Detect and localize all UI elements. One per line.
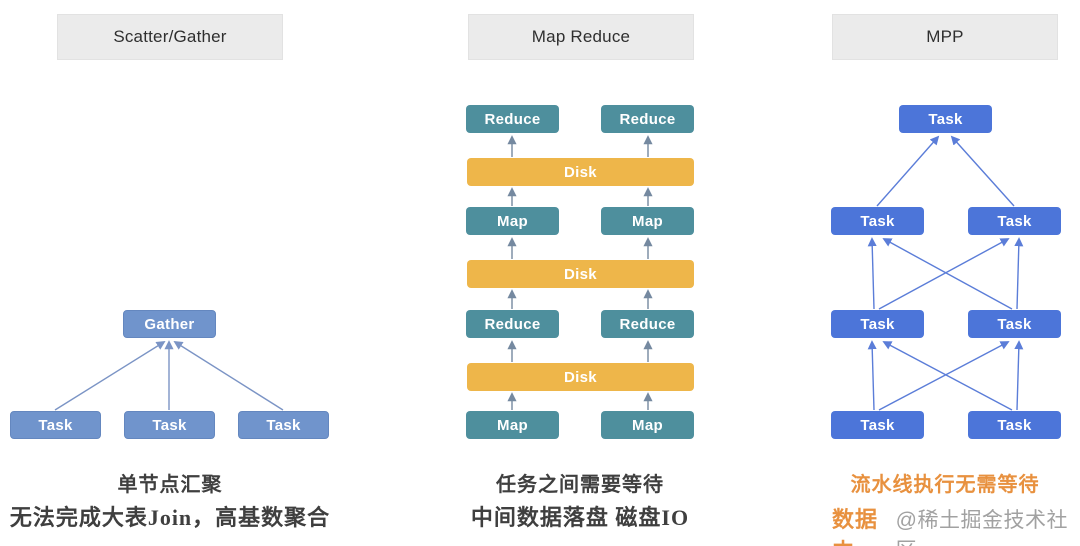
caption-mpp-1: 流水线执行无需等待: [850, 474, 1040, 496]
task-node: Task: [238, 411, 329, 439]
caption-scatter-gather-1: 单节点汇聚: [117, 474, 223, 496]
task-node: Task: [124, 411, 215, 439]
column-header-map-reduce: Map Reduce: [468, 14, 694, 60]
caption-map-reduce-1: 任务之间需要等待: [496, 474, 664, 496]
gather-node: Gather: [123, 310, 216, 338]
task-node: Task: [968, 411, 1061, 439]
column-header-mpp: MPP: [832, 14, 1058, 60]
map-node: Map: [601, 207, 694, 235]
reduce-node: Reduce: [601, 310, 694, 338]
task-node: Task: [831, 207, 924, 235]
task-node: Task: [831, 310, 924, 338]
task-node: Task: [899, 105, 992, 133]
watermark-text: @稀土掘金技术社区: [895, 509, 1068, 546]
task-node: Task: [968, 310, 1061, 338]
disk-bar: Disk: [467, 363, 694, 391]
caption-map-reduce-2: 中间数据落盘 磁盘IO: [470, 505, 690, 530]
reduce-node: Reduce: [601, 105, 694, 133]
task-node: Task: [831, 411, 924, 439]
reduce-node: Reduce: [466, 105, 559, 133]
disk-bar: Disk: [467, 260, 694, 288]
caption-mpp-2-text: 数据内: [832, 507, 879, 546]
task-node: Task: [10, 411, 101, 439]
task-node: Task: [968, 207, 1061, 235]
map-node: Map: [466, 411, 559, 439]
disk-bar: Disk: [467, 158, 694, 186]
map-node: Map: [601, 411, 694, 439]
caption-mpp-2: 数据内 @稀土掘金技术社区: [832, 502, 1080, 546]
caption-scatter-gather-2: 无法完成大表Join，高基数聚合: [9, 505, 331, 530]
column-header-scatter-gather: Scatter/Gather: [57, 14, 283, 60]
reduce-node: Reduce: [466, 310, 559, 338]
map-node: Map: [466, 207, 559, 235]
